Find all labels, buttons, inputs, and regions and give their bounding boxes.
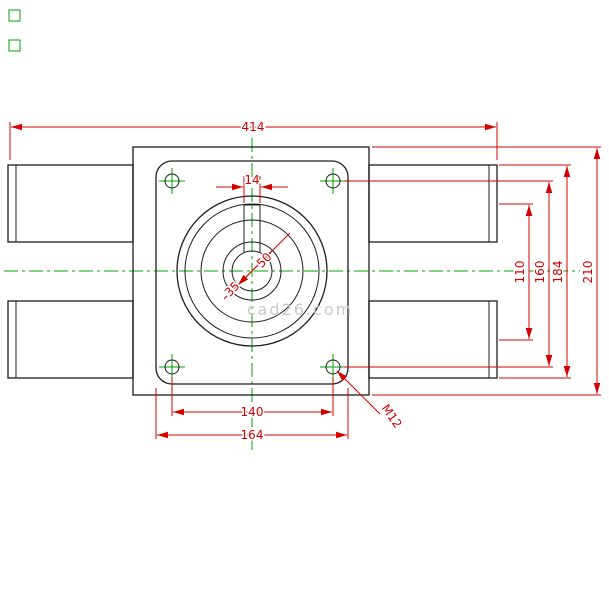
left-shaft-lower [7, 300, 134, 379]
dimension-overall-height: 210 [372, 146, 601, 396]
bolt-hole [164, 173, 180, 189]
flange-plate-outline [155, 160, 349, 385]
gearbox-body-outline [132, 146, 370, 396]
keyway-slot [243, 204, 261, 252]
dimension-shaft-center-distance: 110 [499, 203, 533, 341]
left-shaft-upper [7, 164, 134, 243]
dim-text-overall-width: 414 [242, 120, 265, 134]
dimensions: 414 14 35 50 110 160 [9, 119, 601, 444]
bore-circle [231, 250, 273, 292]
spigot-circle [200, 219, 304, 323]
dim-text-shaft-outer-span: 184 [551, 261, 565, 284]
bolt-hole [325, 359, 341, 375]
dim-text-keyway-width: 14 [244, 173, 259, 187]
bolt-hole [325, 173, 341, 189]
flange-outer-circle [176, 195, 328, 347]
watermark: cad26.com [247, 300, 353, 319]
dimension-flange-width: 164 [155, 388, 349, 444]
dim-text-flange-width: 164 [241, 428, 264, 442]
dimension-overall-width: 414 [9, 119, 498, 160]
dimension-bolt-vertical-spacing: 160 [344, 180, 553, 368]
thread-callout-leader: M12 [336, 370, 406, 432]
centerlines [4, 138, 580, 450]
bolt-hole [164, 359, 180, 375]
flange-inner-circle [184, 203, 320, 339]
dimension-bolt-horizontal-spacing: 140 [171, 377, 334, 421]
bolt-hole-crosshair [159, 168, 346, 380]
layout-corner-marks [8, 9, 21, 52]
dim-text-bolt-horizontal-spacing: 140 [241, 405, 264, 419]
dim-text-shaft-center-distance: 110 [513, 261, 527, 284]
dimension-bore-and-hub: 35 50 [220, 232, 291, 301]
corner-mark [8, 39, 21, 52]
part-geometry [7, 146, 498, 396]
dim-text-overall-height: 210 [581, 261, 595, 284]
corner-mark [8, 9, 21, 22]
dim-text-thread-callout: M12 [379, 402, 405, 431]
dimension-keyway-width: 14 [216, 172, 288, 203]
right-shaft-upper [368, 164, 498, 243]
right-shaft-lower [368, 300, 498, 379]
dim-text-bolt-vertical-spacing: 160 [533, 261, 547, 284]
dimension-shaft-outer-span: 184 [499, 164, 571, 379]
hub-circle [222, 241, 282, 301]
